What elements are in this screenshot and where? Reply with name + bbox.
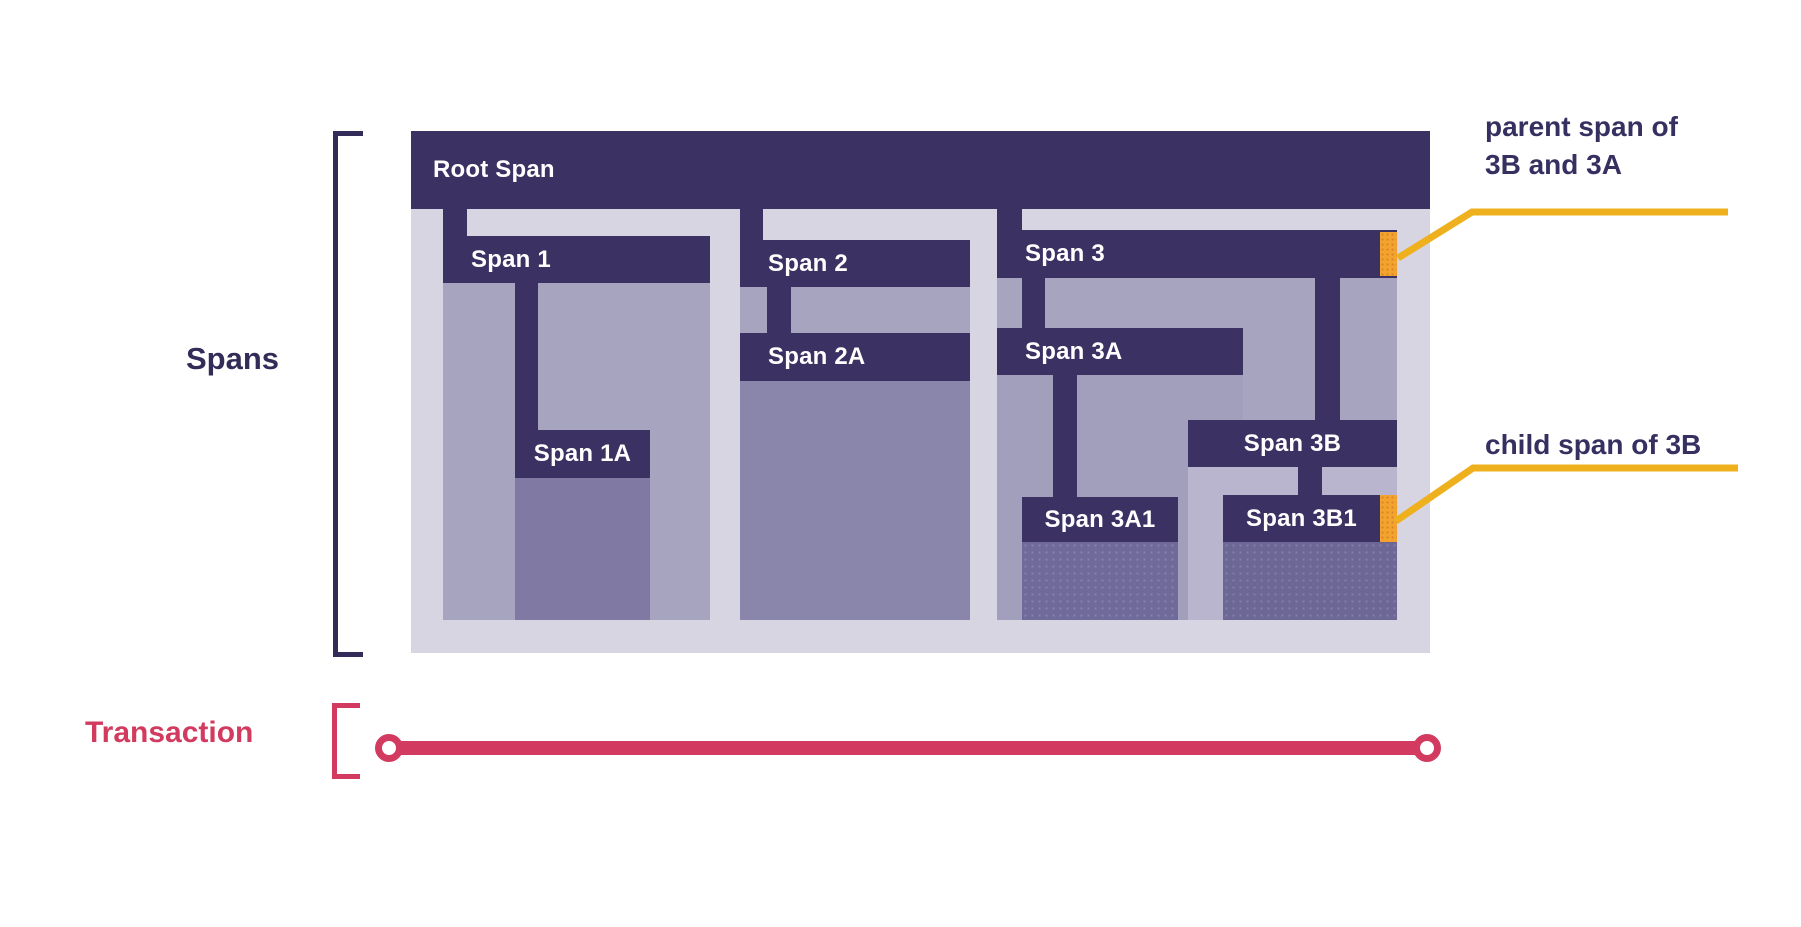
transaction-bracket-top-tick [332, 703, 360, 708]
connector-span-1-to-1a [515, 283, 538, 431]
connector-root-to-span-1 [443, 209, 467, 237]
span-3b1-label: Span 3B1 [1246, 504, 1357, 532]
span-3a-bar: Span 3A [997, 328, 1243, 375]
transaction-start-circle [375, 734, 403, 762]
span-3b-bar: Span 3B [1188, 420, 1397, 467]
span-1a-label: Span 1A [533, 440, 632, 467]
transaction-bracket-bottom-tick [332, 774, 360, 779]
span-1-bar: Span 1 [443, 236, 710, 283]
spans-bracket-top-tick [333, 131, 363, 136]
transaction-timeline [389, 741, 1428, 755]
spans-bracket-bottom-tick [333, 652, 363, 657]
span-2a-duration-fill [740, 381, 970, 620]
span-3b-label: Span 3B [1243, 429, 1342, 457]
span-3a1-label: Span 3A1 [1044, 505, 1156, 533]
span-3-label: Span 3 [1025, 240, 1105, 267]
span-3a-label: Span 3A [1025, 337, 1123, 365]
span-3-highlight-marker [1380, 232, 1397, 276]
span-1-label: Span 1 [471, 245, 551, 273]
child-annotation-text: child span of 3B [1485, 429, 1702, 460]
span-2-label: Span 2 [768, 249, 848, 277]
span-1a-duration-fill [515, 478, 650, 620]
connector-span-3-to-3b [1315, 278, 1340, 421]
connector-span-3a-to-3a1 [1053, 375, 1077, 498]
span-2a-label: Span 2A [768, 343, 866, 370]
child-annotation-line [1394, 464, 1738, 524]
span-3b1-duration-fill [1223, 542, 1397, 620]
connector-span-3b-to-3b1 [1298, 467, 1322, 496]
span-3b1-bar: Span 3B1 [1223, 495, 1397, 542]
span-2a-bar: Span 2A [740, 333, 970, 381]
connector-span-2-to-2a [767, 287, 791, 334]
spans-bracket-vertical [333, 131, 338, 657]
span-1a-bar: Span 1A [515, 430, 650, 478]
connector-root-to-span-2 [740, 209, 763, 241]
span-3-bar: Span 3 [997, 230, 1397, 278]
connector-span-3-to-3a [1022, 278, 1045, 329]
spans-section-label: Spans [186, 341, 280, 376]
root-span-label: Root Span [433, 156, 555, 183]
span-3b1-highlight-marker [1380, 495, 1397, 542]
span-3a1-bar: Span 3A1 [1022, 497, 1178, 542]
transaction-end-circle [1413, 734, 1441, 762]
parent-annotation-line [1396, 208, 1728, 261]
transaction-section-label: Transaction [85, 716, 254, 749]
root-span-bar: Root Span [411, 131, 1430, 209]
span-2-bar: Span 2 [740, 240, 970, 287]
span-3a1-duration-fill [1022, 542, 1178, 620]
transaction-bracket-vertical [332, 703, 337, 779]
parent-annotation-text: parent span of 3B and 3A [1485, 111, 1678, 180]
connector-root-to-span-3 [997, 209, 1022, 231]
